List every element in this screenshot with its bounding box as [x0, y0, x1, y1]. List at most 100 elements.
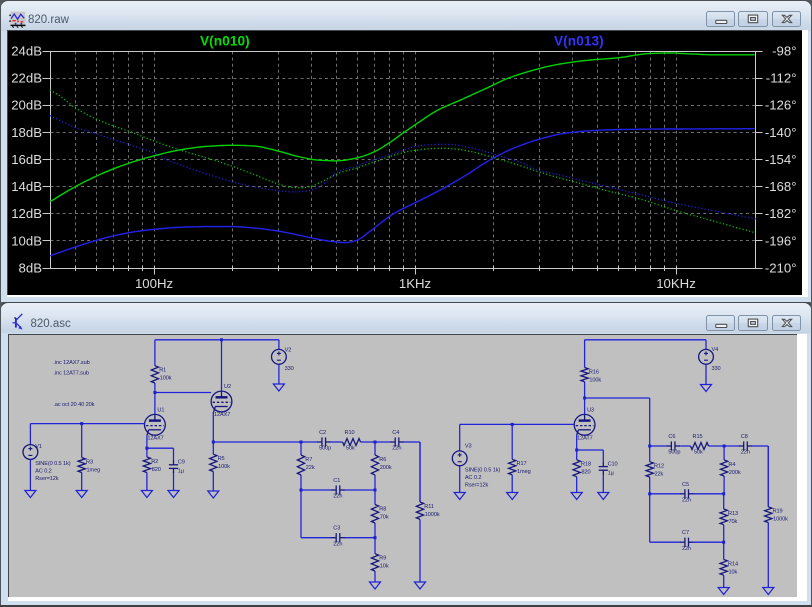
svg-text:R17: R17 [517, 461, 527, 467]
svg-text:SINE(0 0.5 1k): SINE(0 0.5 1k) [465, 467, 501, 473]
svg-text:-126°: -126° [765, 98, 797, 113]
svg-text:C9: C9 [178, 460, 185, 466]
svg-text:8dB: 8dB [19, 260, 43, 275]
svg-text:1µ: 1µ [608, 470, 615, 476]
svg-text:R16: R16 [589, 369, 599, 375]
svg-text:500p: 500p [319, 446, 331, 452]
svg-text:C3: C3 [333, 526, 340, 532]
svg-text:22n: 22n [392, 446, 401, 452]
svg-text:R11: R11 [424, 504, 434, 510]
svg-text:100Hz: 100Hz [135, 276, 173, 291]
svg-text:12AX7: 12AX7 [147, 436, 163, 442]
svg-text:R18: R18 [581, 462, 591, 468]
svg-text:10dB: 10dB [11, 233, 42, 248]
svg-text:U1: U1 [157, 407, 164, 413]
svg-text:C8: C8 [741, 434, 748, 440]
svg-text:22n: 22n [333, 541, 342, 547]
svg-text:R7: R7 [305, 457, 312, 463]
svg-text:10KHz: 10KHz [656, 276, 696, 291]
svg-text:.ac oct 20 40 20k: .ac oct 20 40 20k [53, 402, 94, 408]
svg-text:330: 330 [285, 366, 294, 372]
svg-text:200k: 200k [380, 465, 392, 471]
svg-text:330: 330 [712, 366, 721, 372]
svg-text:-182°: -182° [765, 206, 797, 221]
svg-text:820: 820 [582, 470, 591, 476]
svg-text:V4: V4 [712, 347, 719, 353]
svg-text:22n: 22n [682, 497, 691, 503]
svg-text:22n: 22n [741, 450, 750, 456]
svg-text:100k: 100k [160, 376, 172, 382]
svg-text:100k: 100k [218, 464, 230, 470]
svg-text:820: 820 [152, 467, 161, 473]
svg-text:22n: 22n [333, 494, 342, 500]
svg-text:12dB: 12dB [11, 206, 42, 221]
svg-text:SINE(0 0.5 1k): SINE(0 0.5 1k) [35, 461, 71, 467]
svg-text:70k: 70k [729, 519, 738, 525]
svg-text:V(n013): V(n013) [554, 34, 604, 49]
svg-text:22dB: 22dB [11, 71, 42, 86]
svg-text:Rser=12k: Rser=12k [465, 482, 489, 488]
svg-text:R10: R10 [345, 430, 355, 436]
svg-text:R5: R5 [218, 456, 225, 462]
svg-text:R13: R13 [728, 511, 738, 517]
svg-text:V1: V1 [35, 444, 42, 450]
svg-text:C6: C6 [668, 434, 675, 440]
svg-text:.inc 12AX7.sub: .inc 12AX7.sub [53, 360, 89, 366]
svg-text:200k: 200k [729, 470, 741, 476]
svg-text:C7: C7 [682, 530, 689, 536]
svg-text:AC 0.2: AC 0.2 [465, 475, 482, 481]
svg-text:-196°: -196° [765, 233, 797, 248]
svg-text:R9: R9 [379, 556, 386, 562]
svg-text:-154°: -154° [765, 152, 797, 167]
svg-text:R14: R14 [728, 561, 738, 567]
svg-text:C1: C1 [333, 478, 340, 484]
svg-text:R8: R8 [379, 506, 386, 512]
svg-text:12AT7: 12AT7 [577, 436, 593, 442]
svg-text:R15: R15 [693, 434, 703, 440]
svg-text:C10: C10 [608, 461, 618, 467]
svg-text:R3: R3 [86, 459, 93, 465]
svg-text:-98°: -98° [772, 43, 796, 58]
svg-text:18dB: 18dB [11, 125, 42, 140]
svg-text:1000k: 1000k [773, 517, 788, 523]
svg-text:100k: 100k [589, 377, 601, 383]
svg-text:22n: 22n [682, 546, 691, 552]
svg-text:-140°: -140° [765, 125, 797, 140]
svg-text:1meg: 1meg [517, 469, 531, 475]
svg-text:-168°: -168° [765, 179, 797, 194]
svg-text:-210°: -210° [765, 260, 797, 275]
svg-text:C2: C2 [319, 430, 326, 436]
svg-text:R2: R2 [151, 459, 158, 465]
svg-text:R6: R6 [379, 457, 386, 463]
svg-text:12AX7: 12AX7 [214, 412, 230, 418]
svg-text:Rser=12k: Rser=12k [35, 476, 59, 482]
svg-text:C5: C5 [682, 482, 689, 488]
svg-text:70k: 70k [380, 514, 389, 520]
svg-text:22k: 22k [655, 472, 664, 478]
svg-text:16dB: 16dB [11, 152, 42, 167]
svg-text:14dB: 14dB [11, 179, 42, 194]
svg-text:R1: R1 [159, 368, 166, 374]
svg-text:1KHz: 1KHz [399, 276, 431, 291]
svg-text:V2: V2 [285, 347, 292, 353]
svg-text:V3: V3 [465, 444, 472, 450]
svg-text:50k: 50k [694, 450, 703, 456]
svg-text:1meg: 1meg [87, 467, 101, 473]
svg-text:R19: R19 [773, 509, 783, 515]
svg-text:-112°: -112° [766, 71, 797, 86]
svg-text:R12: R12 [654, 464, 664, 470]
svg-text:.inc 12AT7.sub: .inc 12AT7.sub [53, 371, 89, 377]
svg-text:1µ: 1µ [178, 469, 185, 475]
svg-text:10k: 10k [729, 569, 738, 575]
svg-text:C4: C4 [392, 430, 399, 436]
svg-text:U3: U3 [587, 407, 594, 413]
svg-text:500p: 500p [668, 450, 680, 456]
svg-text:R4: R4 [728, 462, 735, 468]
svg-text:50k: 50k [346, 446, 355, 452]
svg-text:24dB: 24dB [11, 43, 42, 58]
svg-text:1000k: 1000k [425, 512, 440, 518]
svg-text:U2: U2 [224, 384, 231, 390]
svg-text:AC 0.2: AC 0.2 [35, 469, 52, 475]
svg-text:20dB: 20dB [11, 98, 42, 113]
svg-text:22k: 22k [306, 465, 315, 471]
